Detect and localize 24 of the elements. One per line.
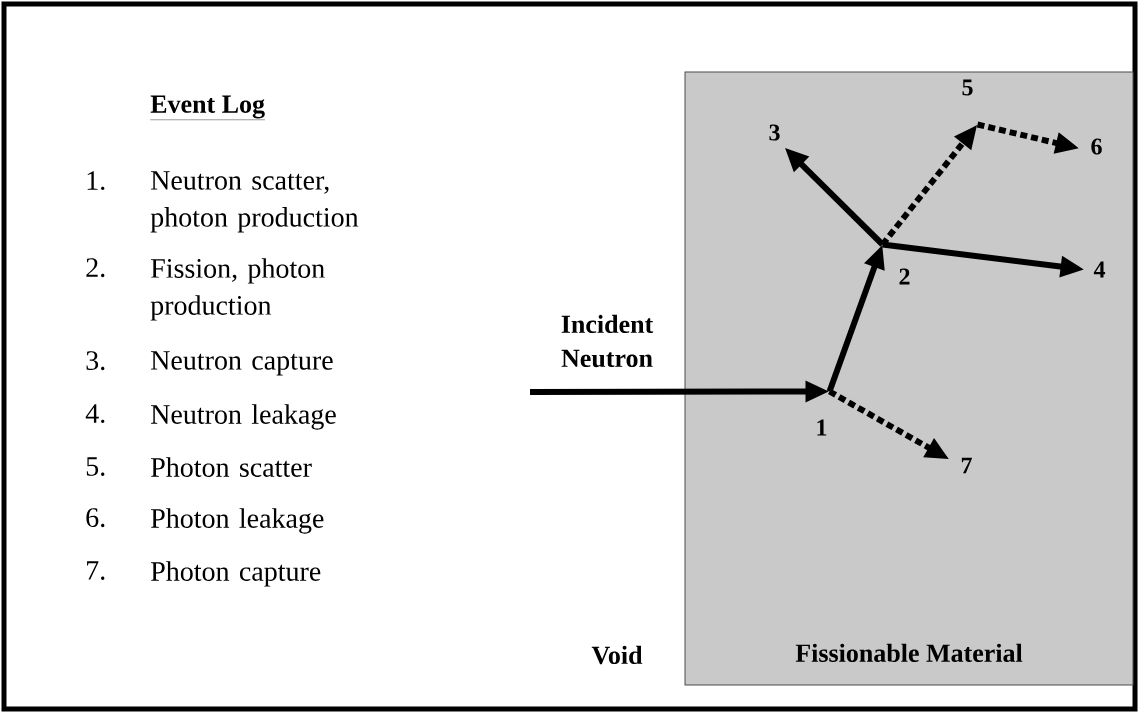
- event-number: 5: [962, 79, 973, 96]
- event-number: 3: [769, 124, 780, 141]
- list-item: Neutron scatter, photon production: [150, 171, 359, 233]
- region-label: Void: [591, 645, 643, 665]
- list-item: Fission, photon production: [150, 258, 325, 321]
- list-number: 7.: [87, 561, 105, 580]
- heading: Event Log: [150, 95, 266, 120]
- list-number: 4.: [85, 404, 105, 423]
- list-item: Photon capture: [151, 561, 321, 587]
- list-item: Photon scatter: [151, 457, 312, 477]
- event-number: 2: [899, 268, 910, 285]
- list-number: 5.: [86, 457, 105, 476]
- list-number: 6.: [86, 508, 105, 528]
- list-number: 2.: [86, 258, 105, 278]
- event-number: 6: [1091, 138, 1102, 155]
- event-number: 7: [961, 457, 972, 474]
- list-item: Neutron leakage: [151, 404, 336, 430]
- event-number: 1: [817, 419, 827, 436]
- list-item: Photon leakage: [151, 508, 324, 534]
- list-number: 1.: [87, 171, 105, 191]
- edge-label: Incident Neutron: [543, 313, 671, 369]
- event-number: 4: [1093, 261, 1106, 278]
- list-item: Neutron capture: [151, 351, 333, 376]
- list-number: 3.: [86, 351, 105, 371]
